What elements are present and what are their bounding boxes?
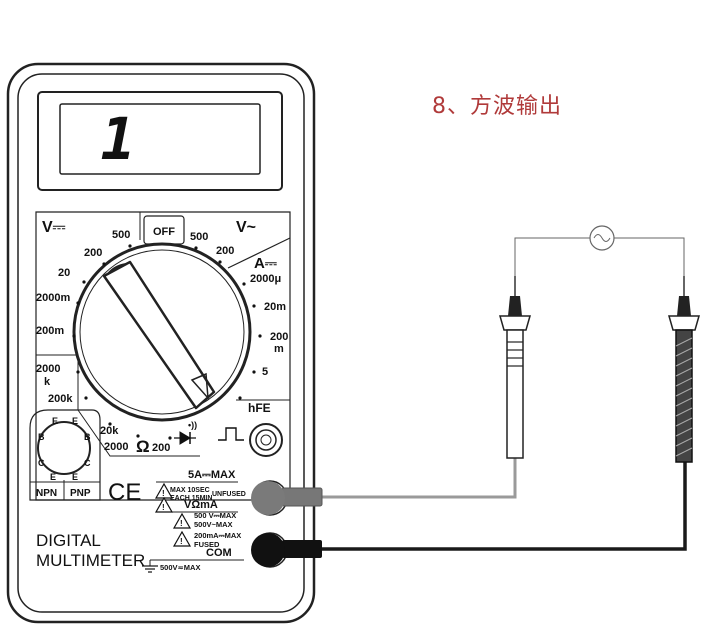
- jack-10a-note-1: MAX 10SEC: [170, 487, 210, 494]
- square-wave-output-jack-inner: [255, 429, 277, 451]
- lcd-value: 1: [101, 105, 136, 173]
- jack-vma-note-3: 200mA⎓MAX: [194, 531, 241, 540]
- red-probe-icon: [499, 276, 531, 459]
- dcv-range-200m: 200m: [36, 325, 64, 337]
- black-probe-icon: [668, 276, 700, 463]
- off-label: OFF: [153, 226, 175, 238]
- jack-10a-note-2: EACH 15MIN: [170, 495, 212, 502]
- black-test-lead[interactable]: [251, 460, 687, 567]
- jack-com-label: COM: [206, 547, 232, 559]
- jack-vma-note-1: 500 V⎓MAX: [194, 511, 236, 520]
- acv-range-500: 500: [190, 231, 208, 243]
- warning-triangle-icon: !: [172, 512, 192, 529]
- ohm-range-2000k-unit: k: [44, 376, 51, 388]
- socket-pin-label: E: [72, 472, 78, 482]
- socket-pin-label: C: [84, 458, 91, 468]
- socket-pin-label: B: [84, 432, 91, 442]
- jack-vma-label: VΩmA: [184, 499, 218, 511]
- brand-line-1: DIGITAL: [36, 531, 101, 550]
- dca-range-200m: 200 m: [270, 331, 291, 355]
- acv-title: V~: [236, 219, 256, 236]
- buzzer-icon: •)): [188, 420, 197, 430]
- svg-text:!: !: [180, 537, 183, 546]
- multimeter-body: 1 V⎓ 500 200 20 2000m 200m OFF V~: [6, 62, 316, 624]
- ce-mark: CE: [108, 479, 141, 506]
- black-lead-plug-cap: [251, 533, 285, 567]
- dcv-range-200: 200: [84, 247, 102, 259]
- warning-triangle-icon: !: [154, 496, 174, 513]
- red-lead-wire: [320, 455, 517, 499]
- socket-pin-label: C: [38, 458, 45, 468]
- ac-source-wave: [593, 234, 611, 242]
- socket-pin-label: E: [50, 472, 56, 482]
- dcv-range-2000m: 2000m: [36, 292, 70, 304]
- page-heading: 8、方波输出: [432, 94, 562, 119]
- socket-pin-label: B: [38, 432, 45, 442]
- red-lead-plug-cap: [251, 481, 285, 515]
- dcv-range-500: 500: [112, 229, 130, 241]
- dca-range-dots: [242, 282, 262, 374]
- rotary-selector-inner-ring: [79, 249, 245, 415]
- dcv-range-dots: [72, 244, 132, 338]
- ohm-range-2000: 2000: [104, 441, 128, 453]
- meter-inner-frame: [17, 73, 305, 613]
- diode-icon: [174, 431, 196, 445]
- dca-range-5: 5: [262, 366, 268, 378]
- square-wave-output-jack-core: [260, 434, 272, 446]
- ohm-range-dots: [76, 370, 172, 440]
- jack-10a-label: 5A⎓MAX: [188, 469, 236, 481]
- pnp-label: PNP: [70, 488, 91, 499]
- acv-range-200: 200: [216, 245, 234, 257]
- ohm-symbol: Ω: [136, 437, 150, 456]
- transistor-socket-dial[interactable]: [37, 421, 91, 475]
- jack-vma-note-4: FUSED: [194, 540, 220, 549]
- ohm-range-200k: 200k: [48, 393, 73, 405]
- brand-line-2: MULTIMETER: [36, 551, 145, 570]
- square-wave-icon: [218, 427, 244, 441]
- dcv-range-20: 20: [58, 267, 70, 279]
- ohm-range-2000k-number: 2000: [36, 363, 60, 375]
- socket-pin-label: E: [52, 416, 58, 426]
- jack-com-leader: [149, 559, 244, 566]
- transistor-socket: E B C E E B C E NPN PNP: [29, 409, 101, 501]
- ohm-range-20k: 20k: [100, 425, 119, 437]
- hfe-range-dot: [238, 396, 242, 400]
- red-lead-plug-body: [281, 487, 323, 507]
- socket-pin-label: E: [72, 416, 78, 426]
- jack-vma-note-2: 500V~MAX: [194, 520, 233, 529]
- rotary-selector-pointer[interactable]: [102, 260, 216, 410]
- ground-icon: [142, 565, 158, 573]
- jack-com-note: 500V≂MAX: [160, 563, 200, 572]
- warning-triangle-icon: !: [172, 530, 192, 547]
- npn-label: NPN: [36, 488, 57, 499]
- dca-range-2000u: 2000μ: [250, 273, 281, 285]
- svg-text:!: !: [180, 519, 183, 528]
- svg-text:!: !: [162, 489, 165, 498]
- dca-range-200m-unit: m: [274, 343, 284, 355]
- hfe-label: hFE: [248, 401, 271, 415]
- dcv-title: V⎓: [42, 219, 66, 236]
- test-circuit: [514, 225, 685, 276]
- dca-title: A⎓: [254, 255, 277, 272]
- lcd-screen: [59, 103, 261, 175]
- dca-range-200m-number: 200: [270, 331, 288, 343]
- jack-10a-note-3: UNFUSED: [212, 491, 246, 498]
- ohm-range-2000k: 2000 k: [36, 363, 64, 388]
- svg-text:!: !: [162, 503, 165, 512]
- ohm-range-200: 200: [152, 442, 170, 454]
- acv-range-dots: [194, 246, 222, 264]
- black-lead-plug-body: [282, 540, 322, 558]
- red-test-lead[interactable]: [251, 455, 517, 515]
- circuit-wire: [514, 237, 685, 276]
- dca-zone-border: [227, 237, 291, 269]
- black-lead-wire: [320, 460, 687, 551]
- dcv-zone-border: [36, 211, 141, 240]
- dca-range-20m: 20m: [264, 301, 286, 313]
